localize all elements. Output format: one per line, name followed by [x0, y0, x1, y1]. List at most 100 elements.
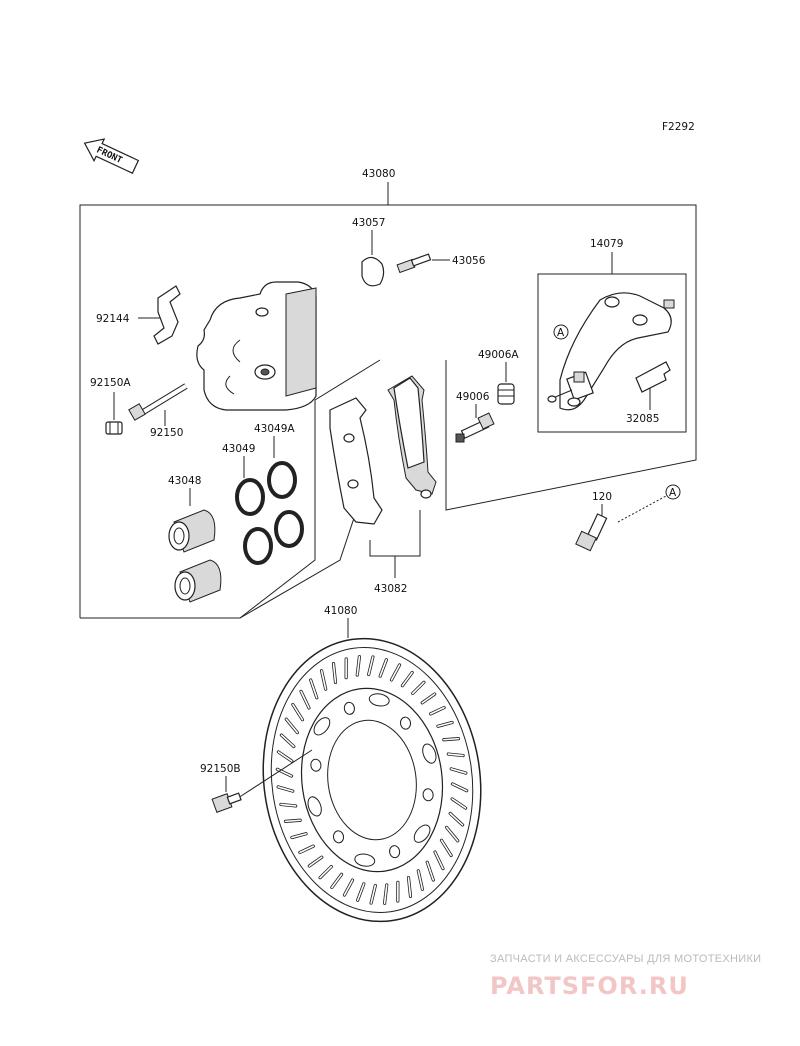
- part-label-43049: 43049: [222, 443, 255, 455]
- disc-slot-inner: [356, 655, 361, 676]
- clip-43057: [361, 256, 385, 287]
- part-label-120: 120: [592, 491, 612, 503]
- assembly-lower-line: [80, 499, 361, 619]
- part-label-43048: 43048: [168, 475, 201, 487]
- disc-slot-inner: [285, 718, 299, 734]
- disc-slot-inner: [383, 884, 388, 905]
- disc-slot-inner: [309, 679, 318, 699]
- disc-slot-inner: [379, 658, 388, 677]
- disc-mount-hole: [422, 788, 434, 802]
- front-arrow-icon: FRONT: [83, 138, 140, 174]
- disc-slot-inner: [445, 826, 459, 842]
- disc-slot-inner: [345, 658, 347, 679]
- disc-bolt-92150B: [211, 792, 242, 813]
- disc-slot-inner: [451, 783, 468, 792]
- part-label-43056: 43056: [452, 255, 486, 267]
- disc-slot-inner: [356, 883, 365, 902]
- disc-slot-inner: [308, 856, 323, 867]
- disc-window: [354, 853, 376, 867]
- reference-marker-a-1: A: [557, 327, 565, 339]
- part-label-32085: 32085: [626, 413, 659, 425]
- part-label-43082: 43082: [374, 583, 407, 595]
- bleeder-valve-43056: [396, 253, 432, 274]
- part-label-92150A: 92150A: [90, 377, 131, 389]
- part-label-41080: 41080: [324, 605, 357, 617]
- disc-slot-inner: [434, 851, 444, 870]
- disc-slot-inner: [277, 786, 294, 792]
- disc-slot-inner: [300, 690, 310, 709]
- part-label-92150B: 92150B: [200, 763, 241, 775]
- disc-slot-inner: [447, 753, 464, 757]
- part-label-92150: 92150: [150, 427, 183, 439]
- disc-slot-inner: [332, 662, 337, 684]
- diagram-code: F2292: [662, 121, 695, 133]
- bracket-box: [537, 273, 687, 433]
- disc-slot-inner: [280, 803, 297, 807]
- brake-pads: [329, 375, 437, 525]
- pin-boot-49006A: [497, 383, 515, 405]
- disc-slot-inner: [397, 881, 399, 902]
- disc-slot-inner: [319, 865, 333, 879]
- disc-slot-inner: [331, 873, 343, 889]
- disc-mount-hole: [310, 758, 322, 772]
- disc-slot-inner: [370, 884, 377, 904]
- disc-slot-inner: [426, 861, 435, 881]
- disc-window: [368, 693, 390, 707]
- disc-window: [313, 717, 331, 736]
- caliper-bolt-120: [575, 513, 608, 552]
- disc-slot-inner: [390, 664, 401, 681]
- disc-slot-inner: [429, 706, 445, 715]
- disc-slot-inner: [401, 671, 413, 687]
- disc-slot-inner: [320, 669, 327, 690]
- reference-marker-a-2: A: [669, 487, 677, 499]
- disc-mount-hole: [343, 701, 355, 715]
- disc-slot-inner: [280, 734, 295, 748]
- watermark-brand: PARTSFOR.RU: [490, 972, 689, 1000]
- part-label-43080: 43080: [362, 168, 395, 180]
- disc-slot-inner: [417, 870, 424, 891]
- disc-window: [307, 796, 322, 817]
- pad-spring-92144: [153, 285, 181, 345]
- disc-slot-inner: [411, 681, 425, 695]
- disc-slot-inner: [277, 751, 293, 762]
- disc-slot-inner: [292, 703, 304, 721]
- disc-slot-inner: [367, 656, 374, 676]
- disc-window: [413, 824, 431, 843]
- brake-disc-41080: [262, 637, 482, 923]
- caliper-body: [196, 281, 317, 411]
- pad-shim-32085: [635, 361, 671, 393]
- caliper-bracket-14079: [547, 292, 675, 411]
- disc-slot-inner: [299, 845, 315, 854]
- slide-pin-49006: [455, 412, 495, 443]
- leader-to-marker-a: [617, 495, 667, 523]
- disc-slot-inner: [450, 768, 467, 774]
- piston-seals: [235, 461, 304, 565]
- part-label-43057: 43057: [352, 217, 385, 229]
- disc-slot-inner: [343, 879, 354, 896]
- reference-marker-circle-1: [553, 324, 569, 340]
- disc-slot-inner: [451, 798, 467, 809]
- disc-mount-hole: [389, 845, 401, 859]
- disc-slot-inner: [443, 737, 460, 741]
- disc-slot-inner: [437, 721, 453, 728]
- plug-bolt-92150A: [105, 421, 123, 435]
- disc-slot-inner: [421, 693, 436, 704]
- disc-slot-inner: [407, 876, 412, 898]
- disc-slot-inner: [284, 819, 301, 823]
- assembly-bracket-43080: [79, 204, 697, 618]
- assembly-inner-line: [239, 359, 381, 619]
- part-label-49006: 49006: [456, 391, 490, 403]
- caliper-pistons-43048: [168, 509, 222, 603]
- part-label-43049A: 43049A: [254, 423, 295, 435]
- leader-92150B-to-disc: [237, 749, 313, 799]
- part-label-92144: 92144: [96, 313, 130, 325]
- watermark-subtitle: ЗАПЧАСТИ И АКСЕССУАРЫ ДЛЯ МОТОТЕХНИКИ: [490, 953, 761, 965]
- disc-mount-hole: [399, 716, 412, 730]
- disc-slot-inner: [291, 832, 307, 839]
- part-label-14079: 14079: [590, 238, 623, 250]
- part-label-49006A: 49006A: [478, 349, 519, 361]
- reference-marker-circle-2: [665, 484, 681, 500]
- disc-slot-inner: [440, 839, 452, 857]
- pin-92150: [128, 383, 188, 421]
